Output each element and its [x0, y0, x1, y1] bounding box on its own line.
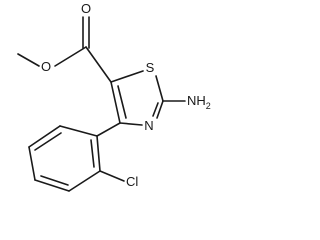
bond-aryl-chloro	[99, 170, 125, 182]
amino-group-label: NH2	[187, 93, 211, 111]
bond-benzene-4-5	[34, 179, 70, 192]
bond-benzene-5-6	[68, 170, 101, 192]
carbonyl-oxygen-label: O	[81, 1, 91, 16]
amino-nh-text: NH	[187, 93, 206, 108]
ester-oxygen-label: O	[41, 59, 51, 74]
bond-benzene-2-3	[28, 125, 61, 148]
chloro-label: Cl	[126, 174, 138, 189]
amino-subscript-text: 2	[206, 101, 211, 111]
bond-benzene-inner-c	[90, 139, 95, 168]
bond-c5-sulfur	[110, 70, 144, 83]
bond-c4-c5-double	[117, 85, 127, 119]
bond-c4-aryl	[96, 122, 121, 137]
bond-layer	[17, 16, 186, 192]
bond-benzene-6-1	[96, 135, 101, 172]
bond-nitrogen-c4	[119, 122, 143, 126]
bond-carbonyl-carbon-c5	[85, 46, 112, 83]
bond-c4-c5	[110, 81, 121, 124]
bond-benzene-inner-b	[40, 175, 69, 186]
bond-c2-nitrogen	[156, 100, 164, 119]
bond-benzene-3-4	[28, 146, 36, 181]
nitrogen-label: N	[144, 118, 153, 133]
bond-c2-nitrogen-double	[152, 102, 159, 117]
bond-benzene-1-2	[59, 125, 98, 137]
chemical-structure-diagram: O O S N NH2 Cl	[17, 1, 211, 192]
bond-methyl-ester-oxygen	[17, 53, 40, 67]
bond-benzene-inner-a	[34, 132, 62, 151]
bond-sulfur-c2	[155, 75, 164, 102]
bond-ester-oxygen-carbonyl-carbon	[54, 46, 87, 67]
atom-label-layer: O O S N NH2 Cl	[41, 1, 211, 189]
sulfur-label: S	[146, 60, 155, 75]
